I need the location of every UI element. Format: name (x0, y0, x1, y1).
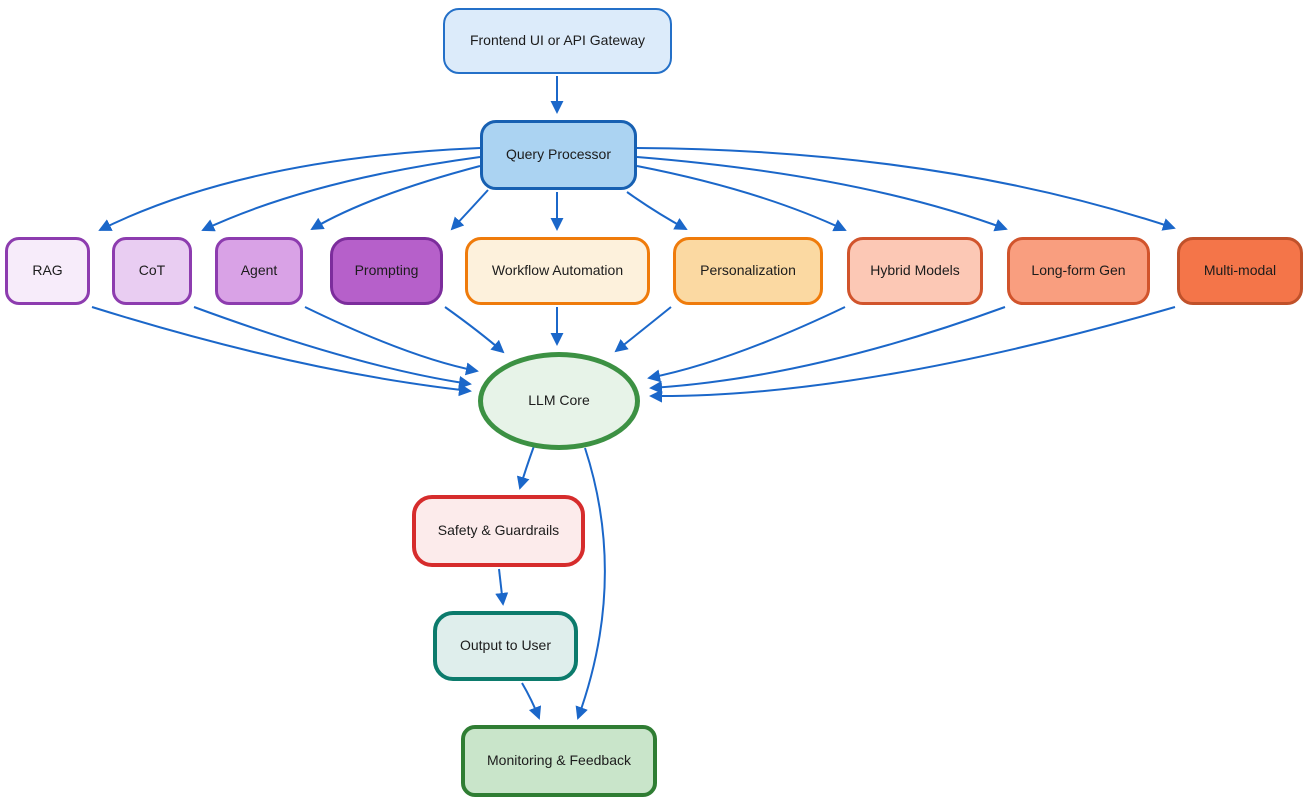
node-label: Monitoring & Feedback (487, 752, 631, 769)
edge-safety-output (495, 568, 509, 606)
edge-agent-llm (304, 306, 479, 376)
edge-longform-llm (649, 306, 1006, 394)
node-label: Output to User (459, 637, 552, 654)
node-label: Personalization (700, 262, 796, 279)
node-llm-core: LLM Core (478, 352, 640, 450)
node-label: Frontend UI or API Gateway (469, 32, 646, 49)
node-label: CoT (138, 262, 166, 279)
edge-query-personalization (626, 191, 688, 230)
edge-multimodal-llm (649, 306, 1176, 403)
edge-query-rag (98, 147, 481, 231)
node-personalization: Personalization (673, 237, 823, 305)
edge-query-cot (201, 156, 481, 232)
edge-output-monitoring (521, 682, 542, 720)
edge-cot-llm (193, 306, 472, 389)
node-label: RAG (32, 262, 63, 279)
node-frontend-ui-or-api-gateway: Frontend UI or API Gateway (443, 8, 672, 74)
node-multi-modal: Multi-modal (1177, 237, 1303, 305)
node-prompting: Prompting (330, 237, 443, 305)
node-label: Long-form Gen (1031, 262, 1126, 279)
node-monitoring-feedback: Monitoring & Feedback (461, 725, 657, 797)
edge-llm-monitoring (575, 447, 606, 720)
node-safety-guardrails: Safety & Guardrails (412, 495, 585, 567)
node-cot: CoT (112, 237, 192, 305)
node-label: Safety & Guardrails (437, 522, 560, 539)
node-workflow-automation: Workflow Automation (465, 237, 650, 305)
node-output-to-user: Output to User (433, 611, 578, 681)
edge-query-longform (636, 156, 1008, 232)
edge-query-agent (310, 165, 481, 230)
node-label: Workflow Automation (491, 262, 624, 279)
node-agent: Agent (215, 237, 303, 305)
node-label: Agent (240, 262, 278, 279)
node-label: LLM Core (528, 392, 590, 409)
node-rag: RAG (5, 237, 90, 305)
node-query-processor: Query Processor (480, 120, 637, 190)
edge-personalization-llm (614, 306, 672, 353)
node-label: Hybrid Models (870, 262, 960, 279)
edge-prompting-llm (444, 306, 505, 354)
node-label: Multi-modal (1203, 262, 1277, 279)
node-long-form-gen: Long-form Gen (1007, 237, 1150, 305)
edge-hybrid-llm (647, 306, 846, 383)
edge-rag-llm (91, 306, 472, 397)
edge-llm-safety (516, 445, 535, 490)
node-label: Prompting (354, 262, 419, 279)
edge-query-multimodal (636, 147, 1176, 231)
edge-query-prompting (450, 189, 489, 231)
edge-query-hybrid (636, 165, 847, 232)
node-label: Query Processor (505, 146, 612, 163)
node-hybrid-models: Hybrid Models (847, 237, 983, 305)
